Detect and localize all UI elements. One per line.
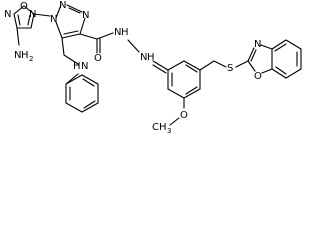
bond (275, 66, 287, 75)
atom-n-hydrazide-2: N (140, 52, 147, 63)
atom-labels-layer: N O N N H 2 N N N H N O N H N H O CH 3 S… (4, 0, 262, 135)
amine-h-count: 2 (29, 55, 33, 63)
methyl-h-count: 3 (167, 127, 171, 135)
bonds-layer (13, 4, 302, 126)
atom-o-ether: O (180, 110, 188, 121)
bond (23, 5, 35, 15)
bond (235, 60, 249, 68)
atom-n-triazole-3: N (82, 10, 89, 21)
bond (55, 21, 63, 39)
atom-s-thioether: S (227, 63, 233, 74)
atom-n-triazole-1: N (50, 14, 57, 25)
bond (285, 39, 302, 50)
bond (63, 30, 79, 35)
bond (127, 39, 140, 53)
bond (167, 88, 185, 99)
bond (68, 7, 81, 14)
atom-n-amine: N (14, 50, 21, 61)
bond (63, 54, 79, 65)
bond (17, 14, 21, 26)
bond (271, 68, 287, 79)
bond (213, 60, 227, 68)
bond (183, 88, 201, 99)
molecule-structure-diagram: N O N N H 2 N N N H N O N H N H O CH 3 S… (4, 0, 302, 135)
bond (55, 4, 62, 19)
bond (33, 13, 51, 17)
bond (152, 60, 169, 71)
bond (167, 60, 185, 71)
atom-o-benzoxazole: O (254, 71, 262, 82)
bond (152, 64, 167, 74)
bond (16, 27, 20, 46)
bond (82, 78, 95, 87)
methyl-group: CH (152, 122, 167, 133)
atom-n-hydrazide-1: N (114, 27, 121, 38)
atom-n-furazan-1: N (4, 9, 11, 20)
bond (61, 37, 65, 56)
atom-h-hydrazide: H (121, 27, 129, 38)
bond (79, 33, 98, 40)
bond (183, 60, 201, 71)
atom-h-anilino: H (73, 61, 81, 72)
atom-n-furazan-2: N (29, 9, 36, 20)
atom-n-anilino: N (81, 61, 88, 72)
atom-h-hydrazide-2: H (147, 52, 155, 63)
bond (13, 5, 25, 15)
bond (27, 14, 31, 26)
bond (96, 32, 114, 40)
atom-o-carbonyl: O (94, 53, 102, 64)
bond (261, 68, 273, 74)
bond (66, 4, 83, 13)
bond (199, 60, 215, 71)
bond (30, 13, 35, 29)
atom-h-amine: H (21, 50, 29, 61)
atom-n-triazole-2: N (59, 0, 66, 11)
bond (247, 60, 256, 72)
bond (260, 44, 273, 50)
bond (169, 117, 180, 126)
bond (61, 33, 81, 39)
bond (65, 74, 83, 85)
bond (79, 17, 86, 35)
atom-o-furazan: O (20, 1, 28, 12)
bond (65, 102, 83, 113)
bond (247, 47, 255, 62)
bond (274, 43, 287, 52)
structure-svg: N O N N H 2 N N N H N O N H N H O CH 3 S… (4, 0, 302, 135)
bond (185, 64, 198, 73)
bond (250, 49, 257, 62)
bond (285, 68, 302, 79)
bond (81, 102, 99, 113)
bond (13, 13, 18, 29)
bond (81, 74, 99, 85)
bond (271, 39, 287, 50)
atom-n-benzoxazole: N (254, 39, 261, 50)
bond (185, 86, 198, 95)
bond (83, 100, 96, 109)
